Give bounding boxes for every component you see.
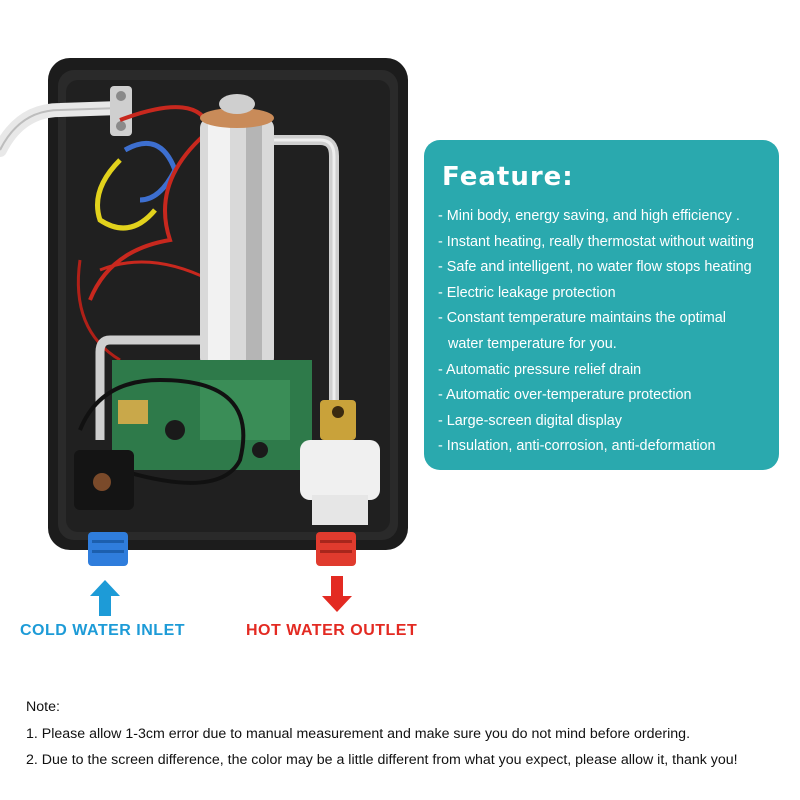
feature-item: - Automatic over-temperature protection: [438, 387, 692, 404]
brass-fitting: [320, 400, 356, 440]
feature-list: - Mini body, energy saving, and high eff…: [438, 204, 779, 460]
cable-clamp: [110, 86, 132, 136]
hot-connector: [316, 532, 356, 566]
feature-item: - Safe and intelligent, no water flow st…: [438, 259, 752, 276]
hot-water-outlet-label: HOT WATER OUTLET: [246, 622, 418, 639]
feature-item-continuation-text: water temperature for you.: [448, 335, 617, 352]
outlet-coupler: [300, 440, 380, 500]
note-line: 2. Due to the screen difference, the col…: [26, 752, 738, 768]
feature-title: Feature:: [442, 162, 574, 192]
hot-outlet-arrow-down-icon: [322, 576, 352, 612]
red-wire: [88, 105, 213, 301]
heater-internal-illustration: [0, 58, 408, 566]
cold-connector: [88, 532, 128, 566]
feature-item: - Electric leakage protection: [438, 284, 616, 301]
note-line: 1. Please allow 1-3cm error due to manua…: [26, 725, 691, 742]
notes-section: Note: 1. Please allow 1-3cm error due to…: [26, 694, 796, 774]
notes-heading: Note:: [26, 699, 60, 715]
cold-water-inlet-label: COLD WATER INLET: [20, 622, 186, 639]
feature-item: - Mini body, energy saving, and high eff…: [438, 208, 740, 224]
feature-item: - Insulation, anti-corrosion, anti-defor…: [438, 438, 716, 455]
cold-inlet-arrow-up-icon: [90, 580, 120, 616]
feature-item: - Constant temperature maintains the opt…: [438, 310, 726, 327]
yellow-green-wire: [95, 158, 157, 231]
feature-item-continuation: water temperature for you.: [438, 332, 779, 358]
feature-panel: Feature: - Mini body, energy saving, and…: [424, 140, 779, 470]
feature-item: - Large-screen digital display: [438, 412, 622, 429]
feature-item: - Instant heating, really thermostat wit…: [438, 233, 754, 250]
inlet-pipe: [95, 335, 200, 440]
feature-item: - Automatic pressure relief drain: [438, 361, 642, 378]
